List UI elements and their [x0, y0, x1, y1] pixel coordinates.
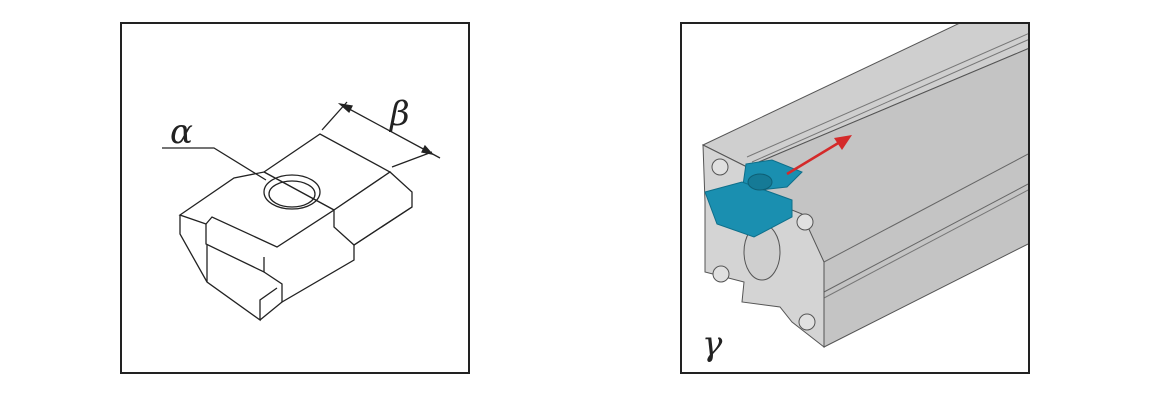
t-nut-line-drawing-panel: α β — [120, 22, 470, 374]
profile-drawing — [701, 24, 1028, 349]
profile-illustration-panel: γ — [680, 22, 1030, 374]
alpha-label: α — [170, 112, 193, 152]
gamma-label: γ — [702, 324, 723, 364]
beta-label: β — [390, 94, 410, 134]
t-nut-drawing — [162, 101, 441, 322]
